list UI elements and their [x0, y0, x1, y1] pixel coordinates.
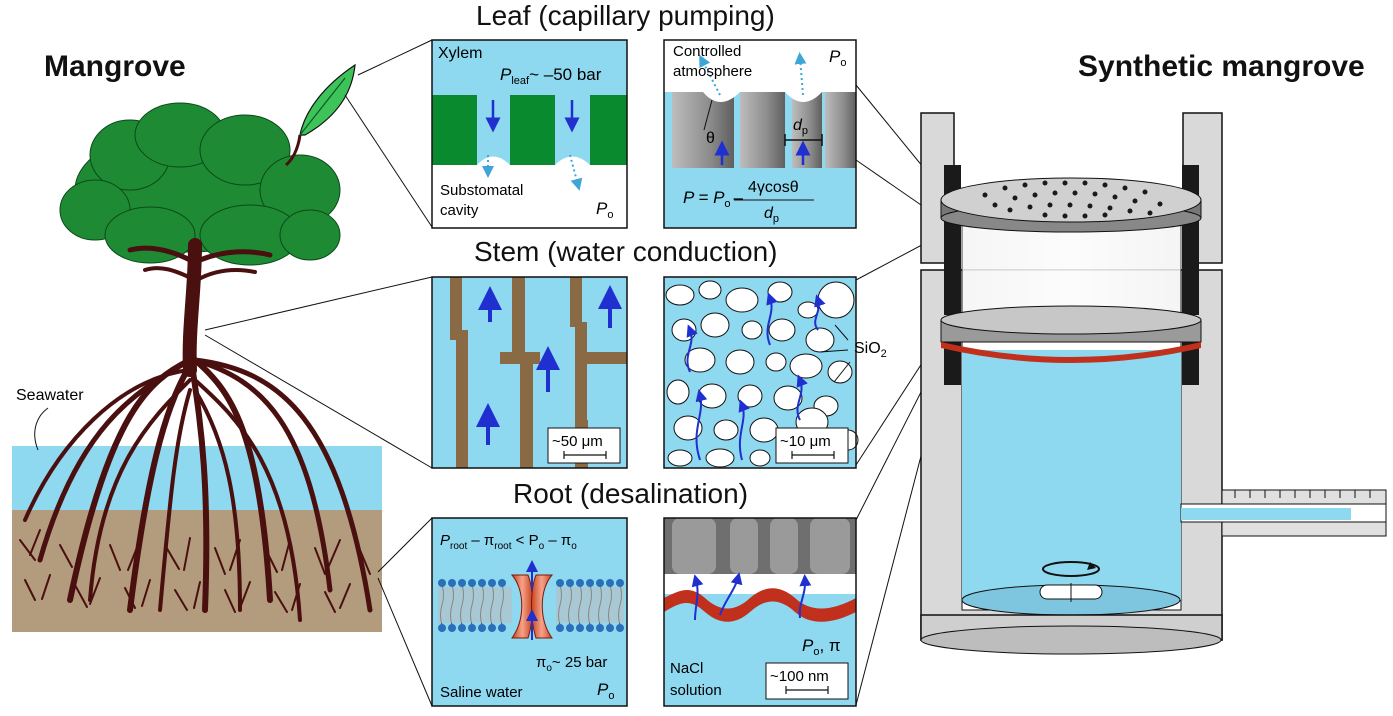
root-membrane-panel	[431, 517, 628, 707]
leaf-po-label: Po	[596, 199, 613, 221]
root-section-title: Root (desalination)	[513, 478, 749, 509]
controlled-label: Controlled	[673, 43, 741, 60]
theta-label: θ	[706, 130, 715, 147]
mangrove-title: Mangrove	[44, 50, 186, 83]
leaf-right-po-label: Po	[829, 47, 846, 69]
leaf-section-title: Leaf (capillary pumping)	[476, 0, 775, 31]
saline-water-label: Saline water	[440, 684, 523, 701]
xylem-label: Xylem	[438, 45, 482, 62]
root-po-label: Po	[597, 680, 614, 702]
capillary-equation-denominator: dp	[764, 205, 779, 225]
stem-vessel-panel	[431, 276, 628, 469]
root-scale-100nm: ~100 nm	[770, 668, 829, 685]
root-osmotic-equation: Proot – πroot < Po – πo	[440, 532, 577, 552]
nacl-label: NaCl	[670, 660, 703, 677]
leaf-pressure-label: Pleaf~ –50 bar	[500, 65, 602, 87]
atmosphere-label: atmosphere	[673, 63, 752, 80]
capillary-equation-lhs: P = Po–	[683, 188, 744, 210]
leaf-capillary-panel	[663, 39, 857, 229]
stem-scale-10um: ~10 μm	[780, 433, 831, 450]
root-right-po-label: Po, π	[802, 636, 841, 658]
dp-label: dp	[793, 117, 808, 137]
synthetic-mangrove-title: Synthetic mangrove	[1078, 50, 1365, 83]
capillary-equation-numerator: 4γcosθ	[748, 179, 799, 196]
stem-section-title: Stem (water conduction)	[474, 236, 778, 267]
synthetic-mangrove-device	[920, 112, 1387, 655]
seawater-label: Seawater	[16, 387, 84, 404]
cavity-label: cavity	[440, 202, 479, 219]
stem-scale-50um: ~50 μm	[552, 433, 603, 450]
sio2-label: SiO2	[854, 340, 887, 360]
leaf-xylem-panel	[431, 39, 628, 229]
seawater-layer	[12, 446, 382, 512]
stem-porous-panel	[663, 276, 859, 469]
root-nanoporous-panel	[663, 517, 857, 707]
substomatal-label: Substomatal	[440, 182, 523, 199]
solution-label: solution	[670, 682, 722, 699]
mangrove-tree	[12, 63, 382, 632]
pi-osmotic-label: πo~ 25 bar	[536, 654, 607, 674]
